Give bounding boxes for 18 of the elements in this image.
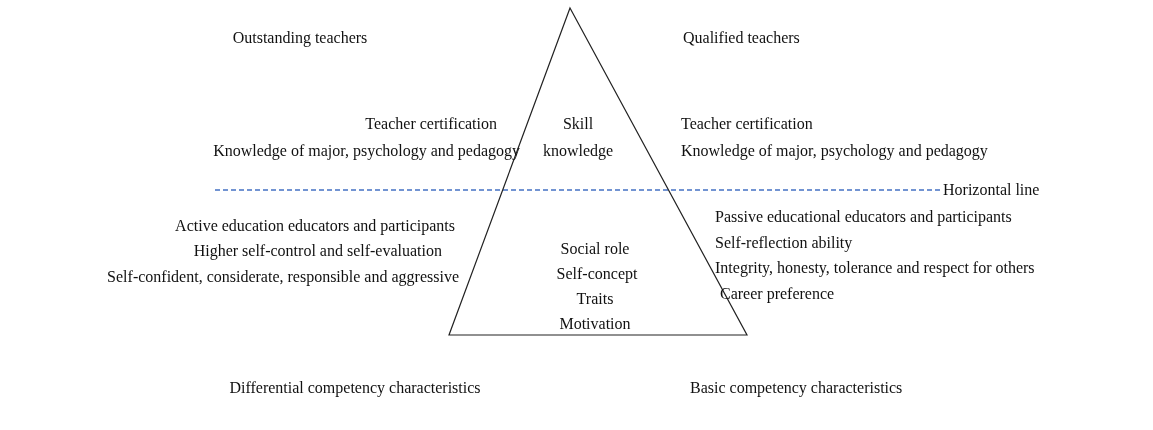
- text-label: Integrity, honesty, tolerance and respect for others: [715, 260, 1035, 276]
- pyramid-text: Motivation: [559, 313, 631, 334]
- pyramid-text: Skill knowledge: [541, 114, 615, 162]
- text-label: Teacher certification: [681, 116, 813, 132]
- text-label: Basic competency characteristics: [690, 380, 903, 396]
- text-label: Outstanding teachers: [232, 30, 368, 46]
- pyramid-text: Self-concept: [556, 263, 638, 285]
- text-label: Differential competency characteristics: [229, 380, 481, 396]
- text-label: Active education educators and participants: [175, 218, 455, 234]
- text-label: Self-reflection ability: [715, 235, 853, 251]
- text-label: Teacher certification: [365, 116, 497, 132]
- pyramid-text: Social role: [560, 238, 630, 259]
- pyramid-text: Traits: [576, 288, 614, 309]
- text-label: Knowledge of major, psychology and pedagogy: [681, 143, 988, 159]
- text-label: Passive educational educators and participants: [715, 209, 1012, 225]
- text-label: Qualified teachers: [683, 30, 800, 46]
- text-label: Horizontal line: [943, 182, 1040, 198]
- text-label: Self-confident, considerate, responsible and aggressive: [107, 269, 459, 285]
